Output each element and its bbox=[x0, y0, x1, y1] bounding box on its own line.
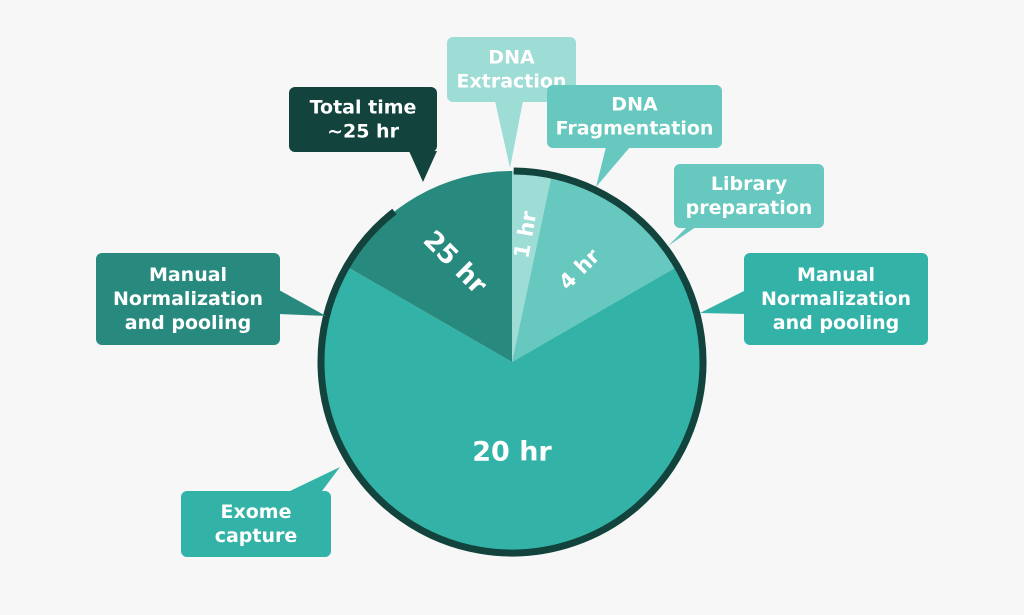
annotation-callout-1-box bbox=[744, 253, 928, 345]
annotation-callout-2: Total time~25 hr bbox=[289, 87, 437, 152]
pie-slice-0 bbox=[512, 171, 552, 362]
slice-callout-0-tail bbox=[495, 101, 523, 168]
total-time-arrow-head bbox=[409, 151, 437, 182]
pie-slice-1 bbox=[512, 175, 678, 362]
annotation-callout-2-text: Total time~25 hr bbox=[310, 97, 417, 143]
slice-callout-3-box bbox=[96, 253, 280, 345]
pie-slice-2 bbox=[321, 266, 703, 553]
slice-callout-1-box bbox=[674, 164, 824, 228]
annotation-callout-2-box bbox=[289, 87, 437, 152]
slice-callout-2-box bbox=[181, 491, 331, 557]
annotation-callout-0-tail bbox=[596, 147, 630, 187]
pie-outline-arc bbox=[317, 167, 707, 557]
slice-callout-2-tail bbox=[290, 467, 340, 491]
annotation-callout-0-box bbox=[547, 85, 722, 148]
annotation-callout-1-tail bbox=[700, 290, 746, 314]
slice-callout-0-box bbox=[447, 37, 576, 102]
slice-label-2: 20 hr bbox=[472, 436, 552, 467]
slice-callout-3-tail bbox=[279, 290, 326, 316]
